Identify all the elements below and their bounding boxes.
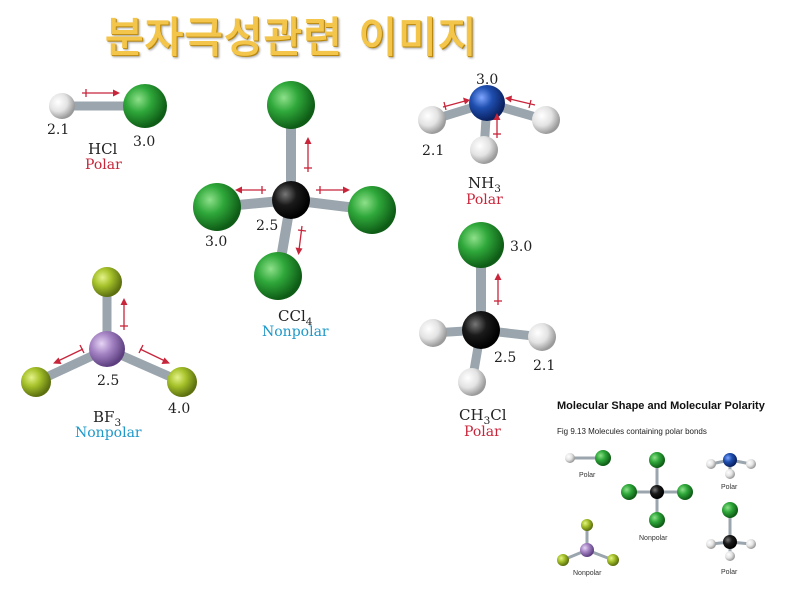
hcl-molecule (49, 84, 167, 128)
dipole-arrow (82, 89, 120, 97)
nitrogen-atom (469, 85, 505, 121)
bf3-molecule (21, 267, 197, 397)
chlorine-atom (458, 222, 504, 268)
ccl4-c-electronegativity: 2.5 (256, 218, 279, 234)
ch3cl-molecule (419, 222, 556, 396)
bf3-b-electronegativity: 2.5 (97, 373, 120, 389)
inset-bf3-label: Nonpolar (573, 570, 602, 577)
nh3-n-electronegativity: 3.0 (476, 72, 499, 88)
dipole-arrows (53, 298, 170, 364)
hydrogen-atom (418, 106, 446, 134)
ch3cl-polarity: Polar (464, 424, 501, 440)
dipole-arrows (235, 137, 350, 255)
ch3cl-cl-electronegativity: 3.0 (510, 239, 533, 255)
boron-atom (89, 331, 125, 367)
ch3cl-c-electronegativity: 2.5 (494, 350, 517, 366)
nh3-polarity: Polar (466, 192, 503, 208)
inset-ccl4-label: Nonpolar (639, 535, 668, 542)
chlorine-atom (267, 81, 315, 129)
hydrogen-atom (528, 323, 556, 351)
dipole-arrow (494, 273, 502, 305)
bf3-polarity: Nonpolar (75, 425, 142, 441)
hydrogen-atom (458, 368, 486, 396)
chlorine-atom (193, 183, 241, 231)
chlorine-atom (348, 186, 396, 234)
ch3cl-formula: CH3Cl (459, 406, 507, 427)
ch3cl-h-electronegativity: 2.1 (533, 358, 556, 374)
nh3-molecule (418, 85, 560, 164)
hcl-polarity: Polar (85, 157, 122, 173)
carbon-atom (272, 181, 310, 219)
inset-hcl-label: Polar (579, 472, 596, 479)
inset-figure: Molecular Shape and Molecular Polarity F… (545, 392, 785, 592)
ccl4-cl-electronegativity: 3.0 (205, 234, 228, 250)
fluorine-atom (167, 367, 197, 397)
hydrogen-atom (470, 136, 498, 164)
chlorine-atom (254, 252, 302, 300)
fluorine-atom (92, 267, 122, 297)
bf3-formula: BF3 (93, 408, 122, 429)
hcl-cl-electronegativity: 3.0 (133, 134, 156, 150)
hydrogen-atom (49, 93, 75, 119)
inset-ch3cl-label: Polar (721, 569, 738, 576)
ccl4-polarity: Nonpolar (262, 324, 329, 340)
dipole-arrows (442, 95, 536, 138)
nh3-h-electronegativity: 2.1 (422, 143, 445, 159)
bf3-f-electronegativity: 4.0 (168, 401, 191, 417)
hcl-h-electronegativity: 2.1 (47, 122, 70, 138)
inset-caption: Fig 9.13 Molecules containing polar bond… (557, 427, 707, 436)
nh3-formula: NH3 (468, 174, 501, 195)
chlorine-atom (123, 84, 167, 128)
carbon-atom (462, 311, 500, 349)
ccl4-molecule (193, 81, 396, 300)
inset-title: Molecular Shape and Molecular Polarity (557, 400, 765, 412)
hydrogen-atom (532, 106, 560, 134)
ccl4-formula: CCl4 (278, 307, 313, 328)
inset-molecules (557, 450, 756, 566)
inset-nh3-label: Polar (721, 484, 738, 491)
page-title: 분자극성관련 이미지 (105, 13, 478, 62)
fluorine-atom (21, 367, 51, 397)
hcl-formula: HCl (88, 140, 118, 158)
hydrogen-atom (419, 319, 447, 347)
